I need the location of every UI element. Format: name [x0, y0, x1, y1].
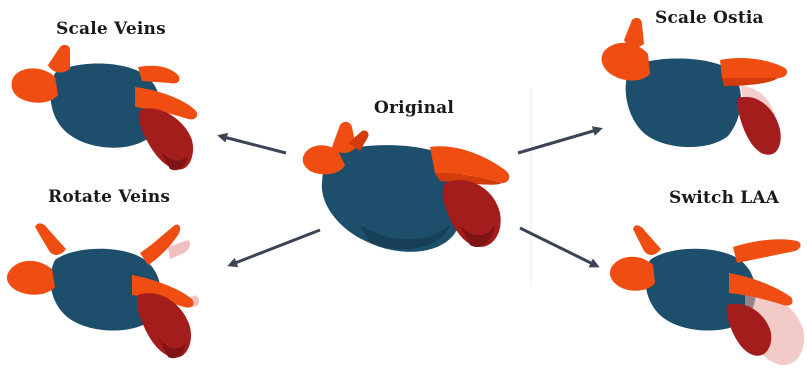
arrow-to-scale-ostia	[518, 129, 600, 153]
label-scale-veins: Scale Veins	[56, 19, 166, 39]
rotate-veins-model	[7, 223, 199, 358]
label-rotate-veins: Rotate Veins	[48, 187, 170, 207]
scale-veins-model	[12, 45, 198, 170]
arrow-to-switch-laa	[520, 228, 597, 266]
arrow-to-rotate-veins	[230, 230, 320, 265]
arrow-to-scale-veins	[220, 136, 286, 153]
label-scale-ostia: Scale Ostia	[655, 8, 764, 28]
scale-ostia-model	[602, 18, 788, 155]
switch-laa-model	[610, 225, 804, 365]
label-original: Original	[374, 98, 454, 118]
label-switch-laa: Switch LAA	[669, 188, 779, 208]
original-atrium-model	[303, 122, 510, 252]
